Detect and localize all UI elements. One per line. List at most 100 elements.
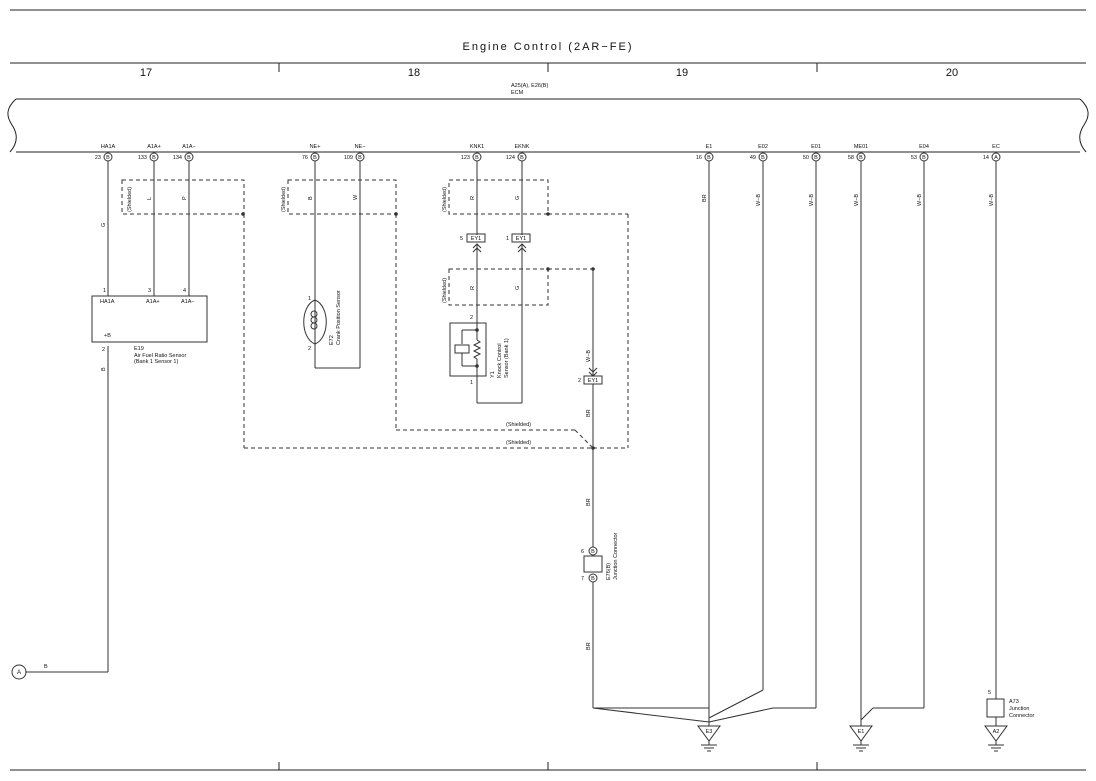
e19-pin-number: 3 — [148, 288, 151, 294]
pin-connector: B — [761, 155, 765, 161]
column-number-19: 19 — [676, 67, 688, 79]
wire-color-label: W−B — [809, 194, 815, 206]
wire-color-label: W−B — [586, 350, 592, 362]
crank-sensor-wiring — [287, 161, 594, 449]
wire-color-label: P — [182, 196, 188, 200]
ecm-block — [7, 98, 1089, 153]
ground-icon — [697, 725, 721, 752]
wire-color-label: B — [308, 196, 314, 200]
ecm-name: ECM — [511, 90, 524, 96]
pin-connector: B — [520, 155, 524, 161]
wire-color-label: W — [353, 194, 359, 200]
shield-label-knock: (Shielded) — [442, 187, 448, 212]
ground-label: E1 — [858, 729, 865, 735]
y1-pin: 1 — [470, 380, 473, 386]
ecm-pin-eknk: EKNK 124 B — [506, 144, 530, 162]
offpage-wire-color: B — [44, 664, 48, 670]
page-title: Engine Control (2AR−FE) — [462, 41, 633, 53]
e72-pin: 2 — [308, 346, 311, 352]
pin-number: 14 — [983, 155, 989, 161]
pin-number: 133 — [138, 155, 147, 161]
pin-connector: B — [152, 155, 156, 161]
e19-pin-number: 4 — [183, 288, 186, 294]
e19-id: E19 — [134, 346, 144, 352]
e19-pin-label: A1A− — [181, 299, 195, 305]
ecm-ref: A25(A), E26(B) — [511, 83, 548, 89]
y1-pin: 2 — [470, 315, 473, 321]
pin-connector: B — [922, 155, 926, 161]
pin-name: A1A+ — [147, 144, 161, 150]
pin-number: 23 — [95, 155, 101, 161]
e72-desc: Crank Position Sensor — [336, 290, 342, 345]
ecm-pin-e01: E01 50 B — [803, 144, 821, 162]
e76-id: E76(B) — [606, 563, 612, 580]
pin-number: 50 — [803, 155, 809, 161]
pin-number: 109 — [344, 155, 353, 161]
column-number-20: 20 — [946, 67, 958, 79]
shield-label-knock-bottom: (Shielded) — [506, 422, 531, 428]
pin-number: 123 — [461, 155, 470, 161]
pin-number: 53 — [911, 155, 917, 161]
shield-label-crank: (Shielded) — [281, 187, 287, 212]
a73-desc: Junction — [1009, 706, 1030, 712]
wire-color-label: W−B — [917, 194, 923, 206]
wire-color-label: G — [101, 223, 107, 227]
wire-color-label: BR — [586, 642, 592, 650]
knock-sensor-wiring — [448, 161, 629, 449]
ecm-pin-e02: E02 49 B — [750, 144, 768, 162]
pin-name: NE− — [355, 144, 366, 150]
pin-number: 124 — [506, 155, 515, 161]
column-number-18: 18 — [408, 67, 420, 79]
pin-name: ME01 — [854, 144, 868, 150]
pin-name: E1 — [706, 144, 713, 150]
pin-name: E02 — [758, 144, 768, 150]
pin-number: 134 — [173, 155, 182, 161]
wire-color-label: R — [470, 286, 476, 290]
ey1-pin: 2 — [578, 378, 581, 384]
pin-name: KNK1 — [470, 144, 484, 150]
wire-color-label: W−B — [756, 194, 762, 206]
a73-id: A73 — [1009, 699, 1019, 705]
e72-id: E72 — [329, 335, 335, 345]
ey1-label: EY1 — [588, 378, 598, 384]
ground-wiring — [592, 161, 1005, 726]
e19-desc: (Bank 1 Sensor 1) — [134, 359, 178, 365]
pin-connector: B — [475, 155, 479, 161]
offpage-label: A — [17, 670, 21, 676]
y1-desc: Knock Control — [497, 343, 503, 378]
column-number-17: 17 — [140, 67, 152, 79]
ecm-pin-me01: ME01 58 B — [848, 144, 868, 162]
wire-color-label: G — [515, 196, 521, 200]
pin-number: 49 — [750, 155, 756, 161]
pin-connector: B — [358, 155, 362, 161]
pin-name: EKNK — [515, 144, 530, 150]
e19-pin-number: 2 — [102, 347, 105, 353]
pin-connector: B — [707, 155, 711, 161]
wire-color-label: W−B — [989, 194, 995, 206]
wire-color-label: W−B — [854, 194, 860, 206]
pin-name: NE+ — [310, 144, 321, 150]
e76-pin: 6 — [581, 549, 584, 555]
ey1-label: EY1 — [471, 236, 481, 242]
shield-label-bottom: (Shielded) — [506, 440, 531, 446]
pin-name: E01 — [811, 144, 821, 150]
pin-connector: B — [814, 155, 818, 161]
e19-pin-number: 1 — [103, 288, 106, 294]
pin-number: 58 — [848, 155, 854, 161]
e72-pin: 1 — [308, 296, 311, 302]
pin-name: EC — [992, 144, 1000, 150]
pin-connector: A — [994, 155, 998, 161]
pin-connector: B — [106, 155, 110, 161]
af-sensor-e19: 1 3 4 HA1A A1A+ A1A− +B 2 E19 Air Fuel R… — [91, 288, 208, 365]
e19-plus-b: +B — [104, 333, 111, 339]
e19-pin-label: HA1A — [100, 299, 115, 305]
pin-name: E04 — [919, 144, 929, 150]
pin-connector: B — [187, 155, 191, 161]
shield-label-knock: (Shielded) — [442, 278, 448, 303]
ground-icon — [984, 725, 1008, 752]
a73-desc: Connector — [1009, 713, 1035, 719]
pin-number: 76 — [302, 155, 308, 161]
e19-pin-label: A1A+ — [146, 299, 160, 305]
pin-name: A1A− — [182, 144, 196, 150]
